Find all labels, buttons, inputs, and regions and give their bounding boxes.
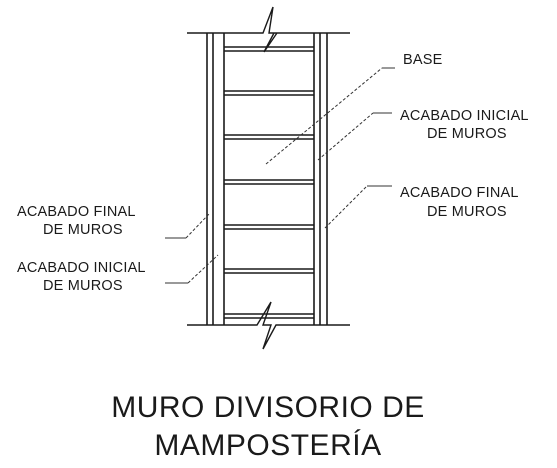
label-left-final-line2: DE MUROS	[43, 222, 123, 238]
label-base: BASE	[403, 52, 443, 68]
label-right-initial-line2: DE MUROS	[427, 126, 507, 142]
leader-base-diagonal	[265, 67, 383, 165]
label-right-initial-line1: ACABADO INICIAL	[400, 108, 529, 124]
label-right-final-line1: ACABADO FINAL	[400, 185, 519, 201]
bottom-break-line	[187, 301, 350, 350]
leader-right-initial-diagonal	[317, 112, 374, 161]
diagram-title-line1: MURO DIVISORIO DE	[111, 391, 425, 424]
top-break-line	[187, 6, 350, 53]
leader-left-initial-diagonal	[187, 254, 219, 284]
leader-lines	[165, 67, 395, 284]
diagram-title-line2: MAMPOSTERÍA	[154, 429, 381, 462]
wall-layers	[206, 33, 328, 325]
label-left-initial-line1: ACABADO INICIAL	[17, 260, 146, 276]
leader-left-final-diagonal	[185, 212, 211, 239]
label-right-final-line2: DE MUROS	[427, 204, 507, 220]
leader-right-final-diagonal	[324, 185, 368, 229]
mortar-joints	[224, 46, 314, 319]
label-left-initial-line2: DE MUROS	[43, 278, 123, 294]
label-left-final-line1: ACABADO FINAL	[17, 204, 136, 220]
